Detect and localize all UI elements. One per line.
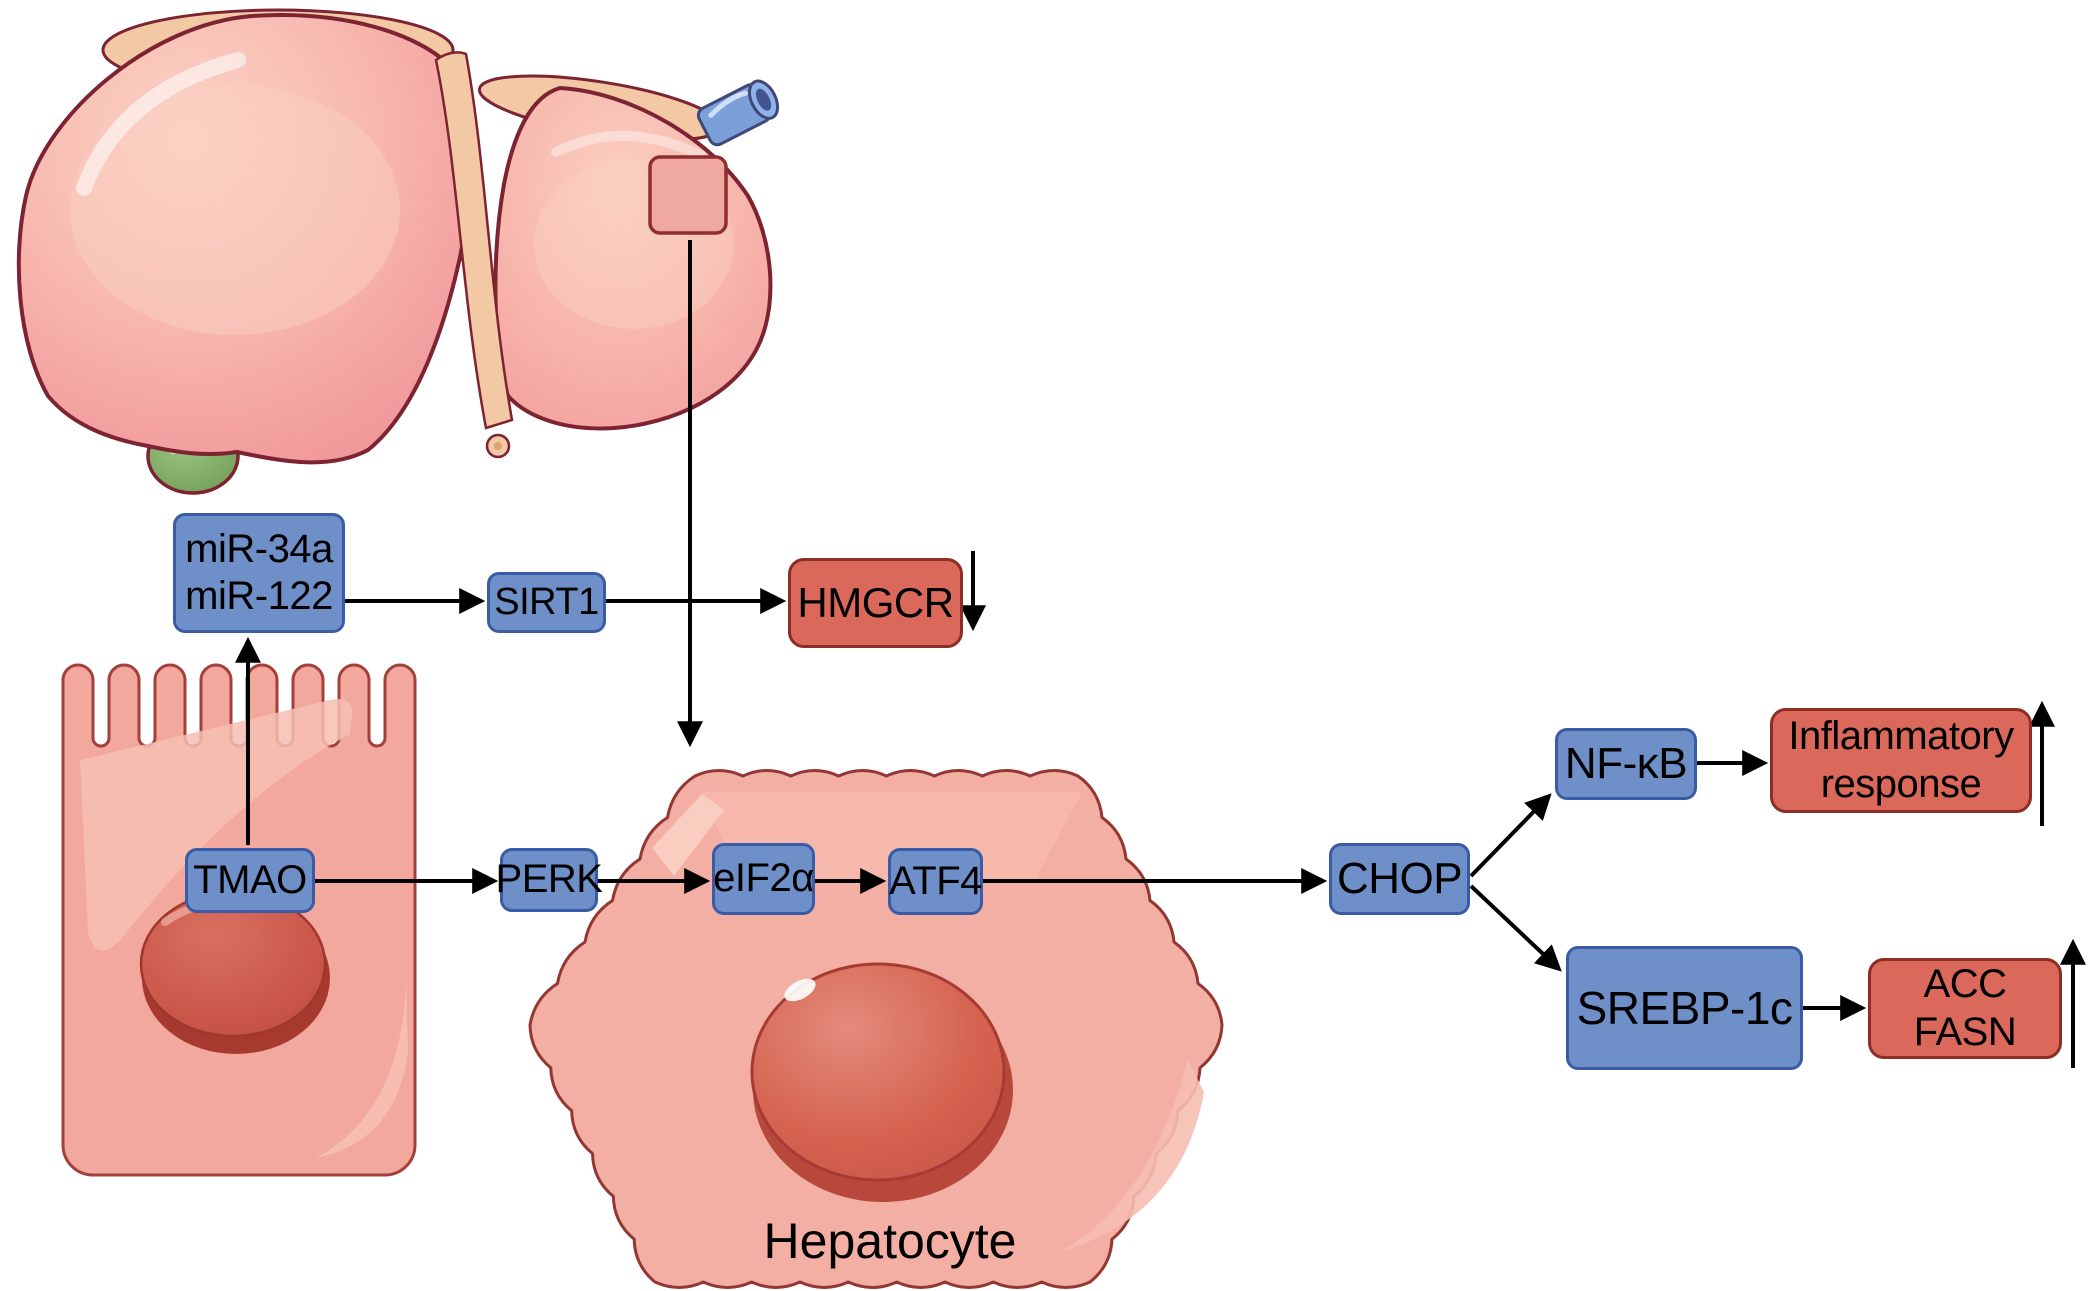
intestinal-cell-highlight bbox=[80, 699, 353, 951]
hepatocyte-left-streak bbox=[652, 794, 724, 876]
arrow-chop-to-srebp1c bbox=[1469, 884, 1562, 972]
node-atf4: ATF4 bbox=[888, 848, 983, 915]
intestinal-epithelial-cell bbox=[61, 663, 417, 1177]
falciform-ligament bbox=[434, 51, 514, 430]
node-tmao-label: TMAO bbox=[193, 857, 307, 902]
node-hmgcr-label: HMGCR bbox=[797, 579, 954, 627]
hepatocyte-nucleus bbox=[750, 962, 1006, 1182]
node-perk: PERK bbox=[496, 848, 603, 912]
liver-glare bbox=[76, 52, 246, 196]
node-chop: CHOP bbox=[1329, 843, 1470, 915]
node-eif2a: eIF2α bbox=[712, 843, 815, 915]
node-tmao: TMAO bbox=[185, 848, 315, 913]
node-acc-fasn: ACC FASN bbox=[1868, 958, 2062, 1059]
zoom-callout-box bbox=[648, 155, 728, 235]
hepatocyte-nucleus-glint bbox=[784, 978, 816, 1002]
node-srebp1c: SREBP-1c bbox=[1566, 946, 1803, 1070]
node-hmgcr: HMGCR bbox=[788, 558, 963, 648]
node-srebp1c-label: SREBP-1c bbox=[1576, 981, 1793, 1034]
liver-sheen bbox=[70, 85, 400, 335]
hepatocyte-right-highlight bbox=[1060, 1060, 1204, 1252]
node-sirt1-label: SIRT1 bbox=[494, 581, 599, 624]
node-atf4-label: ATF4 bbox=[889, 858, 982, 903]
node-inflammatory-line2: response bbox=[1820, 761, 1982, 806]
liver-glare-right bbox=[551, 130, 707, 161]
node-sirt1: SIRT1 bbox=[487, 572, 606, 633]
node-nfkb: NF-κB bbox=[1555, 728, 1697, 800]
round-ligament-core bbox=[494, 442, 502, 450]
hepatic-vessel bbox=[696, 79, 780, 147]
liver-illustration bbox=[16, 8, 780, 495]
intestinal-cell-highlight2 bbox=[316, 980, 408, 1158]
hepatocyte-label: Hepatocyte bbox=[763, 1213, 1017, 1269]
node-mir-line1: miR-34a bbox=[185, 526, 333, 571]
node-perk-label: PERK bbox=[495, 857, 603, 902]
node-fasn-line: FASN bbox=[1913, 1009, 2017, 1054]
node-eif2a-label: eIF2α bbox=[713, 856, 814, 901]
arrow-chop-to-nfkb bbox=[1469, 793, 1552, 878]
hepatocyte-cell bbox=[528, 769, 1224, 1289]
intestinal-cell-nucleus bbox=[139, 890, 327, 1038]
connectors bbox=[235, 240, 2086, 1068]
node-inflammatory-response: Inflammatory response bbox=[1770, 708, 2032, 813]
node-mir-line2: miR-122 bbox=[185, 574, 333, 618]
node-mir34a-mir122: miR-34a miR-122 bbox=[173, 513, 345, 633]
node-acc-line: ACC bbox=[1923, 962, 2007, 1007]
node-nfkb-label: NF-κB bbox=[1564, 739, 1688, 789]
node-chop-label: CHOP bbox=[1336, 854, 1463, 904]
node-inflammatory-line1: Inflammatory bbox=[1788, 714, 2014, 759]
